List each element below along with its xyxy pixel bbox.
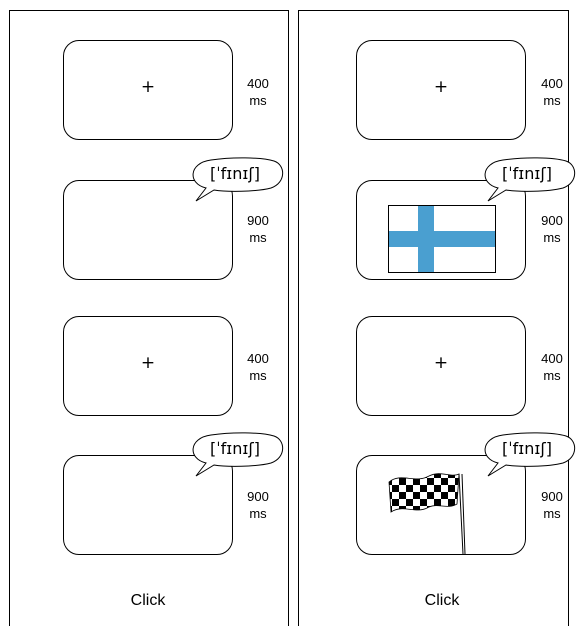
left-fixation-screen-1: + <box>63 40 233 140</box>
right-panel <box>298 10 569 626</box>
right-word-screen-1 <box>356 180 526 280</box>
spoken-word: [ˈfɪnɪʃ] <box>502 164 552 183</box>
fixation-cross: + <box>140 353 156 373</box>
speech-bubble: [ˈfɪnɪʃ] <box>186 157 286 205</box>
spoken-word: [ˈfɪnɪʃ] <box>502 439 552 458</box>
spoken-word: [ˈfɪnɪʃ] <box>210 164 260 183</box>
finland-flag-icon <box>388 205 496 273</box>
speech-bubble-icon <box>484 432 576 477</box>
fixation-cross: + <box>140 77 156 97</box>
left-panel <box>9 10 289 626</box>
checkered-flag-icon <box>388 473 466 555</box>
fixation-cross: + <box>433 353 449 373</box>
speech-bubble: [ˈfɪnɪʃ] <box>186 432 286 480</box>
left-fixation-screen-2: + <box>63 316 233 416</box>
speech-bubble-icon <box>484 157 576 202</box>
speech-bubble: [ˈfɪnɪʃ] <box>478 432 578 480</box>
right-fixation-screen-1: + <box>356 40 526 140</box>
right-fixation-screen-2: + <box>356 316 526 416</box>
left-word-screen-2 <box>63 455 233 555</box>
response-label: Click <box>424 592 460 609</box>
spoken-word: [ˈfɪnɪʃ] <box>210 439 260 458</box>
speech-bubble-icon <box>192 432 284 477</box>
right-word-screen-2 <box>356 455 526 555</box>
speech-bubble: [ˈfɪnɪʃ] <box>478 157 578 205</box>
left-word-screen-1 <box>63 180 233 280</box>
response-label: Click <box>130 592 166 609</box>
fixation-cross: + <box>433 77 449 97</box>
speech-bubble-icon <box>192 157 284 202</box>
